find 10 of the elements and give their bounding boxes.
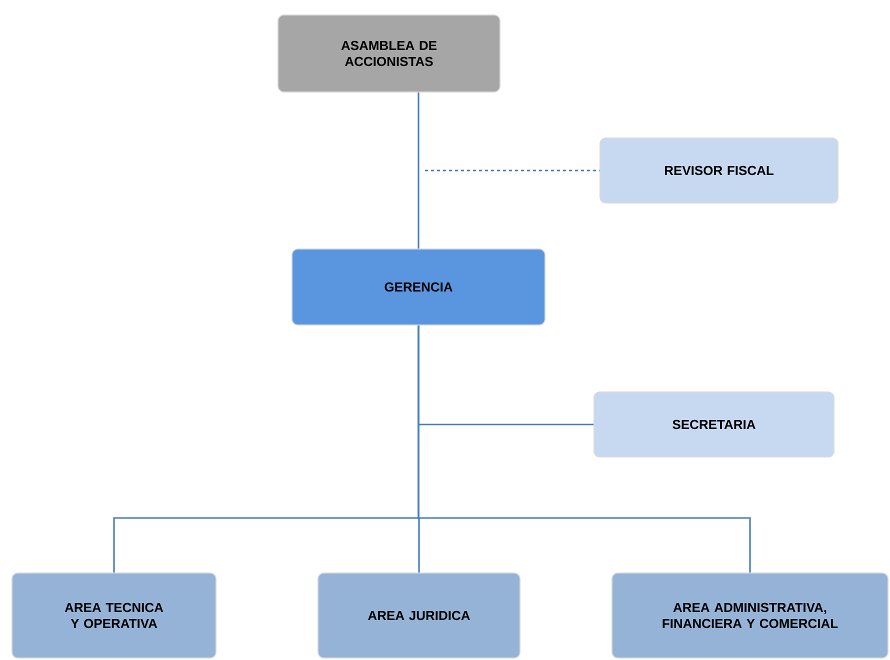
- org-box: AREA TECNICA Y OPERATIVA: [12, 572, 216, 658]
- org-box: ASAMBLEA DE ACCIONISTAS: [278, 14, 500, 92]
- org-box: AREA JURIDICA: [318, 572, 520, 658]
- connector-line: [425, 170, 600, 172]
- org-box: AREA ADMINISTRATIVA, FINANCIERA Y COMERCIAL: [612, 572, 888, 658]
- org-box: SECRETARIA: [594, 392, 834, 458]
- connector-line: [418, 92, 420, 248]
- org-box: REVISOR FISCAL: [600, 138, 838, 204]
- connector-line: [418, 326, 751, 572]
- org-box: GERENCIA: [292, 248, 546, 326]
